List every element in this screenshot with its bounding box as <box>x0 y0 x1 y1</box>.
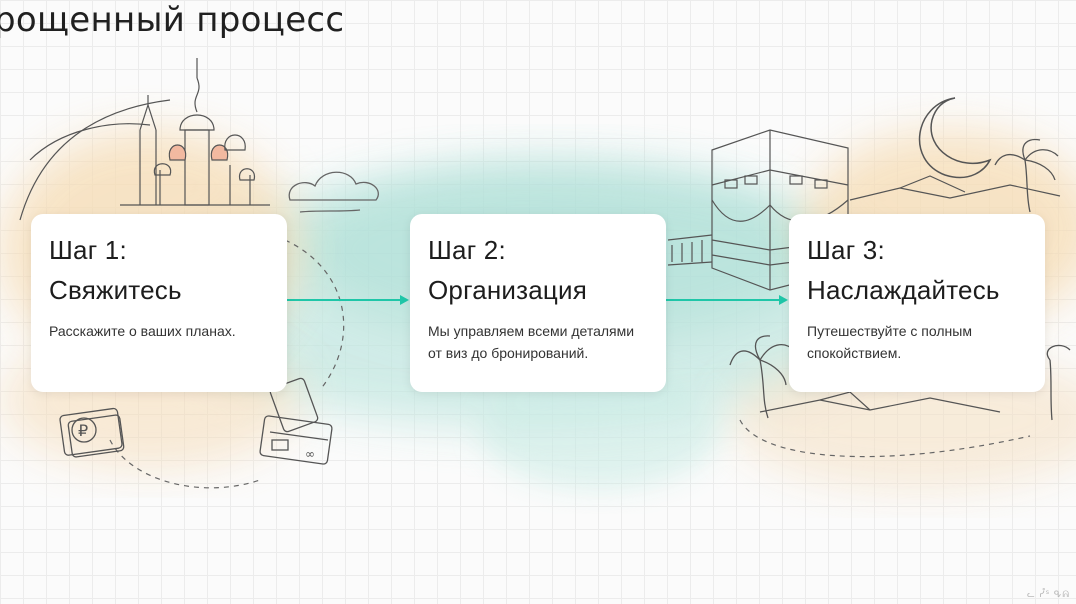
moscow-cathedral-icon <box>19 58 270 221</box>
step-description: Расскажите о ваших планах. <box>49 323 236 339</box>
step-label: Шаг 3: <box>807 235 885 265</box>
page-title: рощенный процесс <box>0 0 345 40</box>
step-label: Шаг 1: <box>49 235 127 265</box>
step-card-2: Шаг 2: Организация Мы управляем всеми де… <box>410 214 666 392</box>
step-connector-1 <box>287 295 409 305</box>
svg-text:∞: ∞ <box>305 447 315 461</box>
cloud-icon <box>288 171 379 213</box>
palm-tree-icon <box>729 138 1071 421</box>
step-card-3: Шаг 3: Наслаждайтесь Путешествуйте с пол… <box>789 214 1045 392</box>
step-description: Мы управляем всеми деталями от виз до бр… <box>428 323 635 361</box>
step-connector-2 <box>666 295 788 305</box>
step-card-1: Шаг 1: Свяжитесь Расскажите о ваших план… <box>31 214 287 392</box>
crescent-moon-icon <box>918 97 992 179</box>
step-description: Путешествуйте с полным спокойствием. <box>807 323 972 361</box>
step-name: Свяжитесь <box>49 275 182 305</box>
ruble-cash-icon: ₽ <box>59 407 125 458</box>
svg-text:₽: ₽ <box>78 421 88 440</box>
step-name: Наслаждайтесь <box>807 275 1000 305</box>
dashed-route <box>109 239 1031 489</box>
step-name: Организация <box>428 275 588 305</box>
brand-watermark: ᓚ ᓮᔆ ᕴᕱ <box>1026 589 1070 599</box>
step-label: Шаг 2: <box>428 235 506 265</box>
